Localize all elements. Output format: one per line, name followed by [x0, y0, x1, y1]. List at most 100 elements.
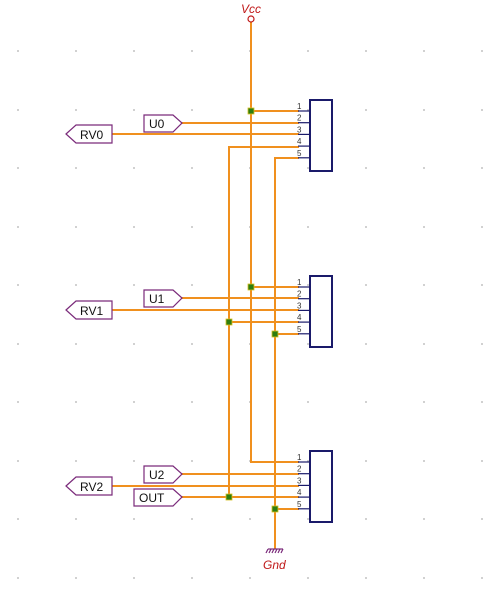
grid-dot — [365, 109, 367, 111]
junction-dot — [247, 283, 255, 291]
port-u2[interactable]: U2 — [143, 465, 183, 484]
grid-dot — [365, 284, 367, 286]
junction-dot — [271, 330, 279, 338]
junction-dot — [225, 493, 233, 501]
grid-dot — [133, 109, 135, 111]
grid-dot — [17, 226, 19, 228]
grid-dot — [481, 401, 483, 403]
connector-pin-number: 4 — [297, 488, 302, 497]
port-rv1-label: RV1 — [80, 304, 103, 318]
grid-dot — [365, 343, 367, 345]
grid-dot — [75, 401, 77, 403]
port-u1[interactable]: U1 — [143, 289, 183, 308]
grid-dot — [133, 50, 135, 52]
connector-pin-number: 5 — [297, 500, 302, 509]
port-rv0-label: RV0 — [80, 128, 103, 142]
grid-dot — [191, 109, 193, 111]
grid-dot — [17, 109, 19, 111]
grid-dot — [307, 577, 309, 579]
connector-pin-number: 4 — [297, 313, 302, 322]
connector-body — [309, 99, 333, 172]
connector-pin-number: 5 — [297, 325, 302, 334]
grid-dot — [75, 518, 77, 520]
grid-dot — [133, 460, 135, 462]
wires — [111, 21, 299, 549]
out-bus-wire — [228, 146, 299, 498]
grid-dot — [423, 50, 425, 52]
grid-dot — [191, 226, 193, 228]
grid-dot — [191, 401, 193, 403]
grid-dot — [191, 343, 193, 345]
grid-dot — [481, 460, 483, 462]
grid-dot — [307, 284, 309, 286]
grid-dot — [75, 167, 77, 169]
grid-dot — [423, 460, 425, 462]
ground-icon — [265, 548, 284, 554]
junction-dot — [271, 505, 279, 513]
grid-dot — [75, 109, 77, 111]
grid-dot — [481, 577, 483, 579]
junction-dot — [225, 318, 233, 326]
connector-pin-number: 3 — [297, 476, 302, 485]
connector-body — [309, 275, 333, 348]
gnd-bus-wire — [274, 157, 299, 549]
grid-dot — [191, 577, 193, 579]
connector-pin-number: 1 — [297, 453, 302, 462]
grid-dot — [133, 167, 135, 169]
grid-dot — [17, 343, 19, 345]
grid-dot — [133, 577, 135, 579]
grid-dot — [17, 518, 19, 520]
grid-dot — [365, 460, 367, 462]
connector-pin-number: 3 — [297, 125, 302, 134]
connector-pin-number: 2 — [297, 290, 302, 299]
junctions — [225, 107, 279, 513]
grid-dot — [133, 284, 135, 286]
grid-dot — [307, 401, 309, 403]
grid-dot — [365, 50, 367, 52]
grid-dot — [423, 401, 425, 403]
port-out[interactable]: OUT — [133, 488, 183, 507]
grid-dot — [423, 518, 425, 520]
grid-dot — [481, 284, 483, 286]
port-out-label: OUT — [139, 491, 165, 505]
grid-dot — [75, 50, 77, 52]
grid-dot — [423, 109, 425, 111]
grid-dot — [133, 518, 135, 520]
gnd-symbol[interactable]: Gnd — [263, 548, 286, 572]
grid-dot — [191, 460, 193, 462]
grid-dot — [307, 518, 309, 520]
grid-dot — [75, 460, 77, 462]
grid-dot — [17, 401, 19, 403]
grid-dot — [191, 284, 193, 286]
grid-dot — [423, 167, 425, 169]
port-u0[interactable]: U0 — [143, 114, 183, 133]
connector-pin-number: 5 — [297, 149, 302, 158]
grid-dot — [481, 518, 483, 520]
grid-dot — [75, 577, 77, 579]
grid-dot — [17, 460, 19, 462]
port-rv2[interactable]: RV2 — [65, 476, 113, 496]
grid-dot — [481, 109, 483, 111]
grid-dot — [307, 226, 309, 228]
grid-dot — [365, 167, 367, 169]
port-rv0[interactable]: RV0 — [65, 124, 113, 144]
port-u0-label: U0 — [149, 117, 165, 131]
gnd-label: Gnd — [263, 558, 286, 572]
grid-dot — [191, 50, 193, 52]
vcc-symbol[interactable]: Vcc — [241, 2, 261, 23]
grid-dot — [307, 167, 309, 169]
vcc-terminal-icon — [247, 15, 255, 23]
grid-dot — [307, 343, 309, 345]
connector-pin-number: 2 — [297, 114, 302, 123]
connector-pin-number: 1 — [297, 102, 302, 111]
connector-pin-number: 3 — [297, 301, 302, 310]
junction-dot — [247, 107, 255, 115]
port-u2-label: U2 — [149, 468, 165, 482]
port-rv1[interactable]: RV1 — [65, 300, 113, 320]
